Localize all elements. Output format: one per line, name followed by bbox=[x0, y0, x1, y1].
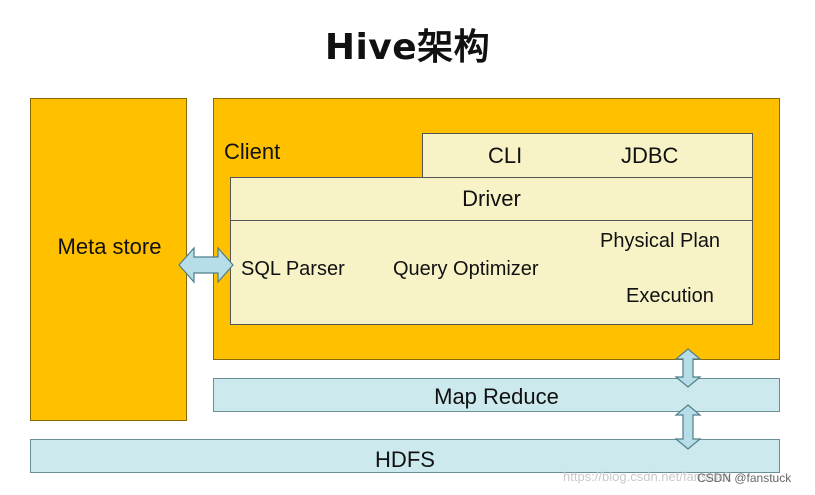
query-optimizer-label: Query Optimizer bbox=[393, 258, 539, 280]
driver-header: Driver bbox=[231, 178, 752, 221]
cli-label: CLI bbox=[488, 143, 523, 168]
driver-box: Driver SQL Parser Query Optimizer Physic… bbox=[230, 177, 753, 325]
metastore-driver-arrow bbox=[178, 246, 234, 284]
watermark-source: CSDN @fanstuck bbox=[697, 471, 792, 485]
metastore-label: Meta store bbox=[57, 234, 162, 259]
client-label: Client bbox=[224, 139, 281, 164]
execution-label: Execution bbox=[626, 285, 714, 307]
hdfs-label: HDFS bbox=[375, 447, 435, 472]
jdbc-label: JDBC bbox=[621, 143, 679, 168]
mapreduce-label: Map Reduce bbox=[434, 384, 559, 409]
watermark-url: https://blog.csdn.net/fanstuck bbox=[563, 469, 732, 484]
client-mapreduce-arrow bbox=[674, 348, 702, 388]
sql-parser-label: SQL Parser bbox=[241, 258, 345, 280]
diagram-title: Hive架构 bbox=[324, 27, 491, 68]
driver-label: Driver bbox=[462, 186, 521, 211]
metastore-box: Meta store bbox=[30, 98, 187, 421]
client-interfaces-bar: CLI JDBC bbox=[422, 133, 753, 178]
physical-plan-label: Physical Plan bbox=[600, 230, 721, 252]
hdfs-box: HDFS bbox=[30, 439, 780, 473]
mapreduce-hdfs-arrow bbox=[674, 404, 702, 450]
